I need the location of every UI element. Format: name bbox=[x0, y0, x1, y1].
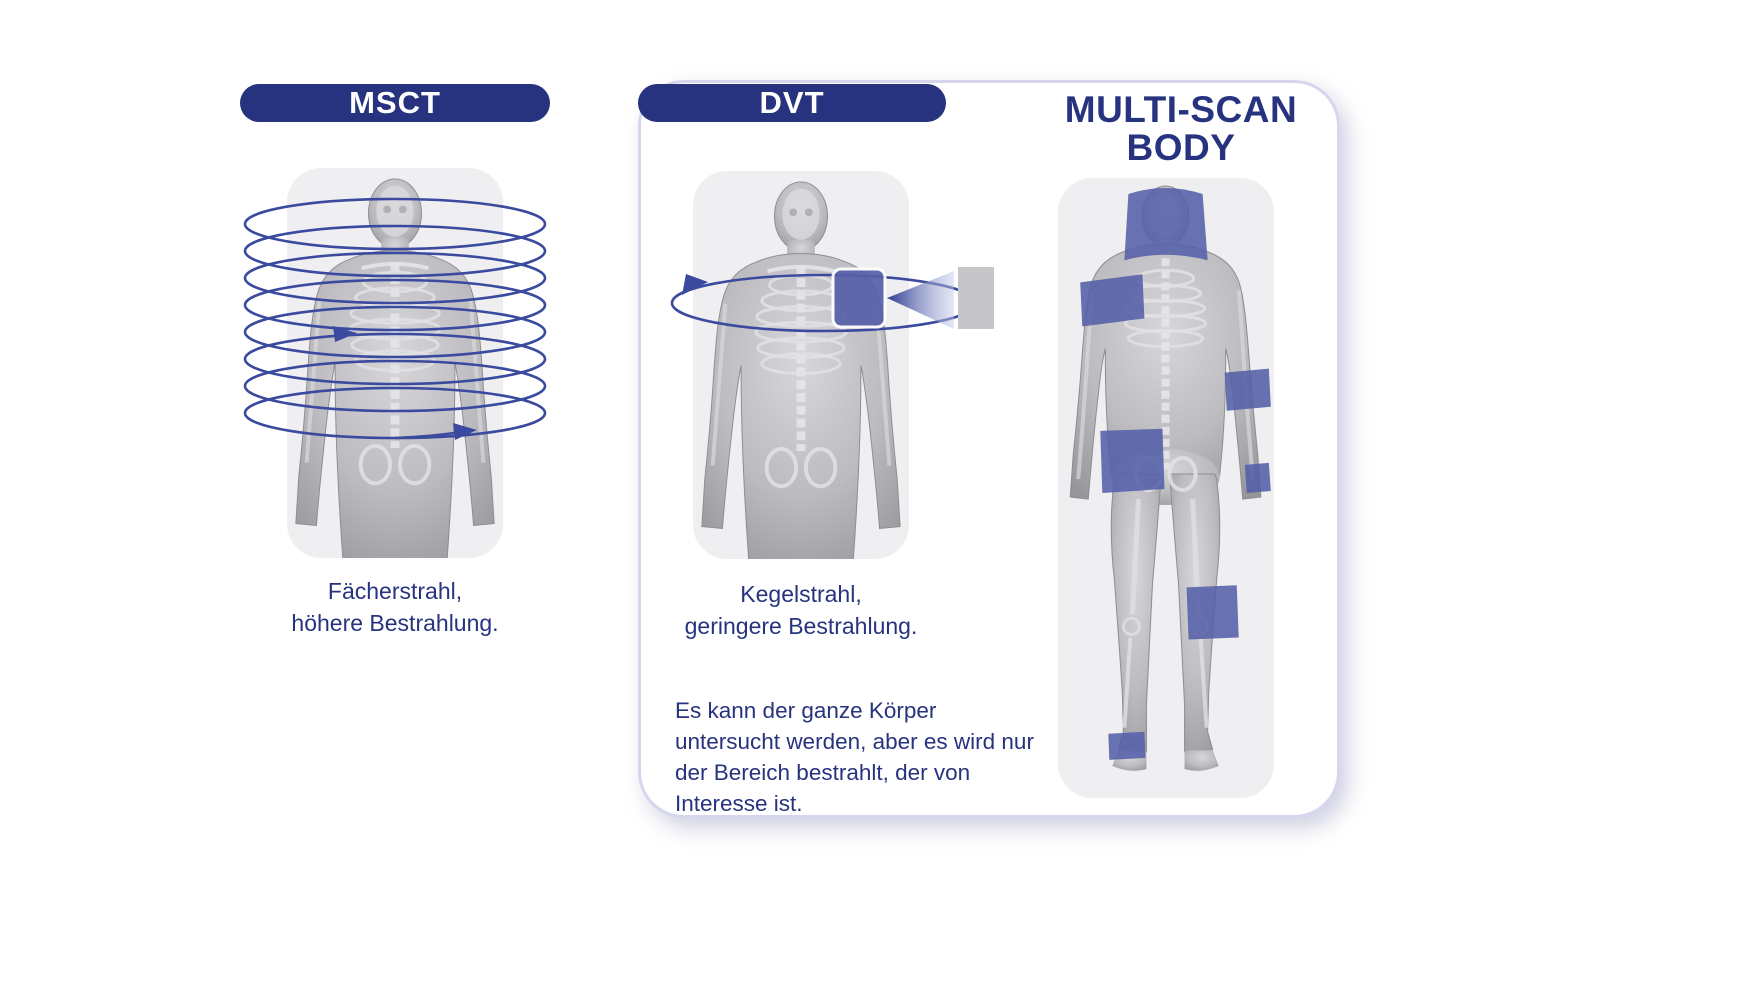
dvt-caption: Kegelstrahl, geringere Bestrahlung. bbox=[661, 578, 941, 642]
dvt-card: DVT MULTI-SCAN BODY bbox=[638, 80, 1340, 818]
msct-badge-label: MSCT bbox=[349, 85, 441, 120]
msct-caption-line2: höhere Bestrahlung. bbox=[291, 610, 499, 637]
scan-region-elbow bbox=[1224, 368, 1271, 411]
detector-plate-icon bbox=[958, 267, 994, 329]
multiscan-title: MULTI-SCAN BODY bbox=[1026, 91, 1336, 166]
dvt-description: Es kann der ganze Körper untersucht werd… bbox=[675, 698, 1034, 817]
multiscan-xray-panel bbox=[1058, 178, 1274, 798]
dvt-badge: DVT bbox=[638, 84, 946, 122]
dvt-badge-label: DVT bbox=[759, 85, 825, 120]
msct-caption: Fächerstrahl, höhere Bestrahlung. bbox=[245, 575, 545, 639]
dvt-caption-line1: Kegelstrahl, bbox=[740, 581, 862, 607]
scan-region-ankle bbox=[1108, 731, 1146, 760]
msct-caption-line1: Fächerstrahl, bbox=[327, 578, 463, 604]
msct-body-xray-illustration bbox=[295, 178, 495, 558]
dvt-body-xray-illustration bbox=[701, 181, 901, 559]
scan-region-knee bbox=[1186, 585, 1239, 640]
dvt-xray-panel bbox=[693, 171, 909, 559]
scan-region-shoulder bbox=[1080, 274, 1145, 327]
scan-region-head bbox=[1124, 188, 1208, 261]
dvt-caption-line2: geringere Bestrahlung. bbox=[684, 613, 918, 640]
msct-badge: MSCT bbox=[240, 84, 550, 122]
msct-xray-panel bbox=[287, 168, 503, 558]
multiscan-title-line2: BODY bbox=[1126, 126, 1236, 168]
multiscan-body-illustration bbox=[1069, 185, 1271, 771]
scan-region-wrist bbox=[1244, 462, 1271, 494]
scan-region-hip bbox=[1100, 428, 1165, 494]
multiscan-title-line1: MULTI-SCAN bbox=[1064, 89, 1298, 130]
